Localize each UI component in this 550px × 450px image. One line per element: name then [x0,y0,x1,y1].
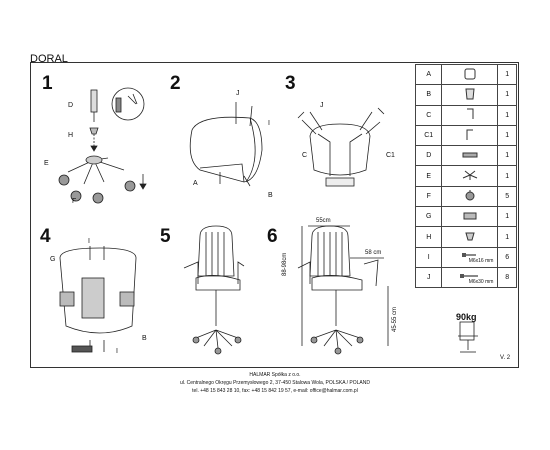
parts-row: B 1 [414,84,517,106]
callout-j-step3: J [320,102,324,109]
parts-row: C1 1 [414,124,517,147]
version-label: V. 2 [500,355,511,361]
gas-lift-icon [441,145,499,167]
parts-table: A 1 B 1 C 1 C1 1 D 1 E 1 F 5 G 1 H 1 [414,63,517,289]
part-label: D [414,145,443,167]
parts-row: D 1 [414,145,517,167]
footer-company: HALMAR Spółka z o.o. [249,372,301,378]
callout-e: E [44,160,49,167]
callout-b: B [268,192,273,199]
weight-chair-icon [458,321,478,353]
step2-seat-illustration [189,102,263,187]
part-label: C [414,104,443,126]
part-qty: 1 [497,165,517,187]
dimension-width: 55cm [316,218,331,224]
dimension-depth: 58 cm [365,250,382,256]
callout-j: J [236,90,240,97]
mechanism-icon [441,206,499,228]
part-qty: 1 [497,145,517,167]
parts-row: J M6x30 mm 8 [414,266,517,289]
armrest-left-icon [441,104,499,126]
bolt-size-label: M6x16 mm [468,258,494,265]
part-label: A [414,63,443,86]
callout-i-step4-top: I [88,238,90,245]
star-base-icon [441,165,499,187]
parts-row: H 1 [414,226,517,248]
step-number-5: 5 [160,226,171,247]
part-qty: 1 [497,104,517,126]
max-weight-label: 90kg [456,312,477,322]
parts-row: G 1 [414,206,517,228]
step6-dimensions-illustration [297,225,389,355]
step4-mechanism-illustration [59,246,137,353]
step-number-2: 2 [170,73,181,94]
parts-row: I M6x16 mm 6 [414,246,517,268]
bolt-size-label: M6x30 mm [468,278,494,285]
part-label: G [414,206,443,228]
caster-icon [441,185,499,208]
part-qty: 1 [497,84,517,106]
callout-h: H [68,132,74,139]
instruction-frame [30,62,519,368]
part-qty: 5 [497,185,517,208]
callout-g: G [50,256,56,263]
part-qty: 1 [497,226,517,248]
dimension-seat-height: 45-55 cm [392,306,398,332]
part-qty: 1 [497,63,517,86]
part-label: C1 [414,124,443,147]
callout-c: C [302,152,308,159]
step5-chair-illustration [183,225,245,355]
parts-row: A 1 [414,63,517,86]
callout-i-step4-bottom: I [116,348,118,355]
armrest-right-icon [441,124,499,147]
part-qty: 8 [497,266,517,289]
part-label: I [414,246,443,268]
callout-b-step4: B [142,335,147,342]
callout-a: A [193,180,198,187]
part-qty: 1 [497,206,517,228]
callout-c1: C1 [386,152,395,159]
step1-base-illustration [58,87,147,204]
part-label: F [414,185,443,208]
callout-f: F [72,198,77,205]
step-number-1: 1 [42,73,53,94]
parts-row: E 1 [414,165,517,187]
step3-armrests-illustration [297,107,385,187]
callout-i: I [268,120,270,127]
step-number-6: 6 [267,226,278,247]
part-label: E [414,165,443,187]
cover-icon [441,226,499,248]
parts-row: F 5 [414,185,517,208]
backrest-icon [441,84,499,106]
armrest-top-icon [441,63,499,86]
bolt-icon: M6x30 mm [441,266,499,289]
part-label: B [414,84,443,106]
part-label: H [414,226,443,248]
parts-row: C 1 [414,104,517,126]
dimension-height: 88-98cm [282,252,288,276]
bolt-icon: M6x16 mm [441,246,499,268]
part-qty: 1 [497,124,517,147]
step-number-4: 4 [40,226,51,247]
step-number-3: 3 [285,73,296,94]
callout-d: D [68,102,74,109]
footer-address: ul. Centralnego Okręgu Przemysłowego 2, … [179,380,370,386]
part-qty: 6 [497,246,517,268]
footer-contact: tel. +48 15 843 28 10, fax: +48 15 842 1… [192,388,358,394]
part-label: J [414,266,443,289]
